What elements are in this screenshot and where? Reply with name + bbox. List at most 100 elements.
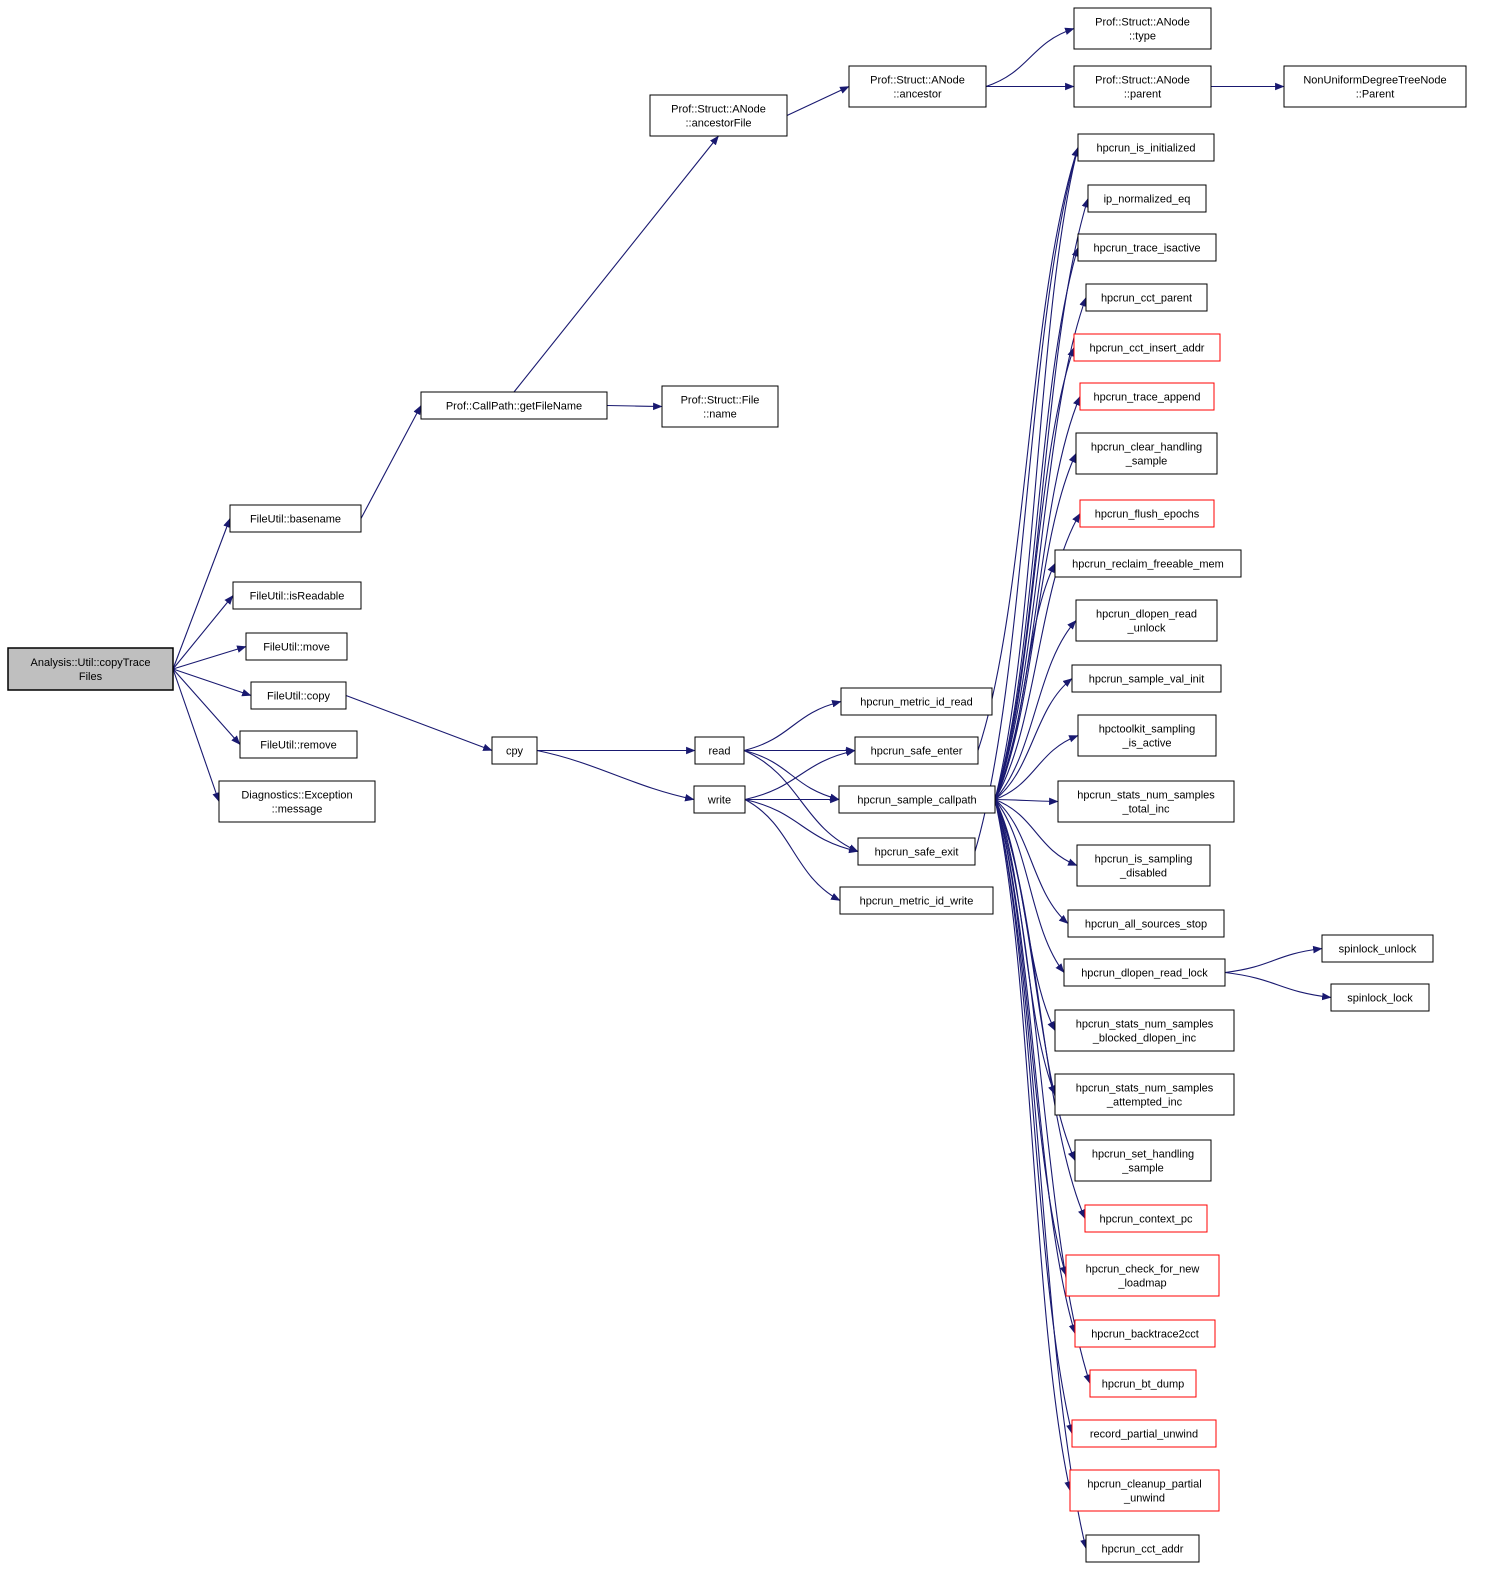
graph-node-box[interactable] (7, 647, 174, 691)
graph-node-read[interactable]: read (694, 736, 745, 765)
graph-node-box[interactable] (1075, 432, 1218, 475)
graph-node-issamplingdisabled[interactable]: hpcrun_is_sampling_disabled (1076, 844, 1211, 887)
graph-node-ipnormalizedeq[interactable]: ip_normalized_eq (1087, 184, 1207, 213)
graph-node-box[interactable] (857, 837, 976, 866)
graph-node-box[interactable] (1073, 333, 1221, 362)
graph-node-box[interactable] (1054, 1009, 1235, 1052)
graph-node-statsblockeddlopeninc[interactable]: hpcrun_stats_num_samples_blocked_dlopen_… (1054, 1009, 1235, 1052)
graph-node-box[interactable] (250, 681, 347, 710)
graph-node-box[interactable] (1071, 664, 1222, 693)
graph-node-cpy[interactable]: cpy (491, 736, 538, 765)
graph-node-box[interactable] (839, 886, 994, 915)
graph-node-box[interactable] (854, 736, 979, 765)
graph-node-box[interactable] (1085, 283, 1208, 312)
graph-node-sethandlingsample[interactable]: hpcrun_set_handling_sample (1074, 1139, 1212, 1182)
graph-node-box[interactable] (1074, 1139, 1212, 1182)
graph-node-metricidwrite[interactable]: hpcrun_metric_id_write (839, 886, 994, 915)
graph-node-box[interactable] (1067, 909, 1225, 938)
graph-node-box[interactable] (1079, 499, 1215, 528)
graph-node-box[interactable] (1084, 1204, 1208, 1233)
graph-node-box[interactable] (1321, 934, 1434, 963)
graph-node-samplevalinit[interactable]: hpcrun_sample_val_init (1071, 664, 1222, 693)
graph-node-cctaddr[interactable]: hpcrun_cct_addr (1085, 1534, 1200, 1563)
graph-node-nudtparent[interactable]: NonUniformDegreeTreeNode::Parent (1283, 65, 1467, 108)
graph-node-reclaimfreeable[interactable]: hpcrun_reclaim_freeable_mem (1054, 549, 1242, 578)
graph-node-btdump[interactable]: hpcrun_bt_dump (1089, 1369, 1197, 1398)
graph-node-backtrace2cct[interactable]: hpcrun_backtrace2cct (1074, 1319, 1216, 1348)
graph-node-cctparent[interactable]: hpcrun_cct_parent (1085, 283, 1208, 312)
graph-node-box[interactable] (229, 504, 362, 533)
graph-node-box[interactable] (1079, 382, 1215, 411)
graph-node-box[interactable] (694, 736, 745, 765)
graph-node-clearhandling[interactable]: hpcrun_clear_handling_sample (1075, 432, 1218, 475)
graph-node-spinlocklock[interactable]: spinlock_lock (1330, 983, 1430, 1012)
graph-node-safeenter[interactable]: hpcrun_safe_enter (854, 736, 979, 765)
graph-node-box[interactable] (1071, 1419, 1217, 1448)
graph-node-box[interactable] (1077, 233, 1217, 262)
graph-node-box[interactable] (1089, 1369, 1197, 1398)
graph-node-box[interactable] (1057, 780, 1235, 823)
graph-node-samplingisactive[interactable]: hpctoolkit_sampling_is_active (1077, 714, 1217, 757)
graph-node-allsourcesstop[interactable]: hpcrun_all_sources_stop (1067, 909, 1225, 938)
graph-node-cctinsertaddr[interactable]: hpcrun_cct_insert_addr (1073, 333, 1221, 362)
graph-node-box[interactable] (840, 687, 993, 716)
graph-node-move[interactable]: FileUtil::move (245, 632, 348, 661)
graph-node-box[interactable] (1069, 1469, 1220, 1512)
graph-node-dlopenreadlock[interactable]: hpcrun_dlopen_read_lock (1063, 958, 1226, 987)
graph-node-flushepochs[interactable]: hpcrun_flush_epochs (1079, 499, 1215, 528)
graph-node-box[interactable] (661, 385, 779, 428)
graph-node-ancestorfile[interactable]: Prof::Struct::ANode::ancestorFile (649, 94, 788, 137)
graph-node-ancestor[interactable]: Prof::Struct::ANode::ancestor (848, 65, 987, 108)
graph-node-message[interactable]: Diagnostics::Exception::message (218, 780, 376, 823)
graph-node-statsattemptedinc[interactable]: hpcrun_stats_num_samples_attempted_inc (1054, 1073, 1235, 1116)
graph-node-box[interactable] (245, 632, 348, 661)
graph-node-box[interactable] (693, 785, 746, 814)
graph-node-traceappend[interactable]: hpcrun_trace_append (1079, 382, 1215, 411)
graph-node-write[interactable]: write (693, 785, 746, 814)
graph-node-copy[interactable]: FileUtil::copy (250, 681, 347, 710)
graph-node-box[interactable] (1087, 184, 1207, 213)
graph-node-box[interactable] (1075, 599, 1218, 642)
graph-node-anodetype[interactable]: Prof::Struct::ANode::type (1073, 7, 1212, 50)
graph-node-box[interactable] (1054, 549, 1242, 578)
graph-node-safeexit[interactable]: hpcrun_safe_exit (857, 837, 976, 866)
graph-node-dlopenreadunlock[interactable]: hpcrun_dlopen_read_unlock (1075, 599, 1218, 642)
graph-node-contextpc[interactable]: hpcrun_context_pc (1084, 1204, 1208, 1233)
graph-node-box[interactable] (1077, 133, 1215, 162)
graph-node-anodeparent[interactable]: Prof::Struct::ANode::parent (1073, 65, 1212, 108)
graph-node-filename[interactable]: Prof::Struct::File::name (661, 385, 779, 428)
graph-node-metricidread[interactable]: hpcrun_metric_id_read (840, 687, 993, 716)
graph-node-spinlockunlock[interactable]: spinlock_unlock (1321, 934, 1434, 963)
graph-node-box[interactable] (232, 581, 362, 610)
graph-node-box[interactable] (649, 94, 788, 137)
graph-node-checkfornewloadmap[interactable]: hpcrun_check_for_new_loadmap (1065, 1254, 1220, 1297)
graph-node-box[interactable] (420, 391, 608, 420)
graph-node-box[interactable] (239, 730, 358, 759)
graph-node-box[interactable] (1063, 958, 1226, 987)
graph-node-box[interactable] (1283, 65, 1467, 108)
graph-node-box[interactable] (1073, 65, 1212, 108)
graph-node-recordpartialunwind[interactable]: record_partial_unwind (1071, 1419, 1217, 1448)
graph-node-box[interactable] (1074, 1319, 1216, 1348)
graph-node-box[interactable] (1077, 714, 1217, 757)
graph-node-box[interactable] (1330, 983, 1430, 1012)
graph-node-cleanuppartialunwind[interactable]: hpcrun_cleanup_partial_unwind (1069, 1469, 1220, 1512)
graph-node-statstotalinc[interactable]: hpcrun_stats_num_samples_total_inc (1057, 780, 1235, 823)
graph-node-traceisactive[interactable]: hpcrun_trace_isactive (1077, 233, 1217, 262)
graph-node-box[interactable] (1065, 1254, 1220, 1297)
graph-node-box[interactable] (1054, 1073, 1235, 1116)
graph-node-box[interactable] (1085, 1534, 1200, 1563)
graph-node-box[interactable] (218, 780, 376, 823)
graph-node-remove[interactable]: FileUtil::remove (239, 730, 358, 759)
graph-node-box[interactable] (1073, 7, 1212, 50)
graph-node-basename[interactable]: FileUtil::basename (229, 504, 362, 533)
graph-node-getfilename[interactable]: Prof::CallPath::getFileName (420, 391, 608, 420)
graph-node-box[interactable] (491, 736, 538, 765)
graph-node-isreadable[interactable]: FileUtil::isReadable (232, 581, 362, 610)
graph-node-box[interactable] (848, 65, 987, 108)
graph-node-isinitialized[interactable]: hpcrun_is_initialized (1077, 133, 1215, 162)
graph-node-box[interactable] (838, 785, 996, 814)
graph-node-samplecallpath[interactable]: hpcrun_sample_callpath (838, 785, 996, 814)
graph-node-box[interactable] (1076, 844, 1211, 887)
